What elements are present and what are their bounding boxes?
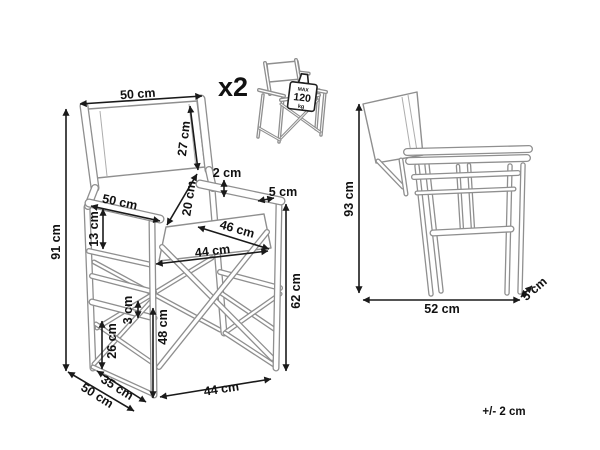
tolerance-note: +/- 2 cm xyxy=(482,406,525,418)
dim-front-base-width-label: 44 cm xyxy=(203,379,240,398)
dim-total-height-label: 91 cm xyxy=(49,224,63,259)
dim-armrest-height-label: 62 cm xyxy=(289,273,303,308)
dim-side-frame-width-label: 5 cm xyxy=(519,274,550,303)
dim-side-bar-thickness-label: 3 cm xyxy=(121,296,135,325)
dim-armrest-above-seat-label: 13 cm xyxy=(87,211,101,246)
dim-backrest-height-label: 27 cm xyxy=(175,120,193,157)
dim-backrest-to-seat-arrow xyxy=(166,173,198,226)
dim-side-total-height-label: 93 cm xyxy=(342,181,356,216)
badge-unit-label: kg xyxy=(297,104,304,111)
quantity-label: x2 xyxy=(218,72,248,102)
dim-seat-width-arrow xyxy=(155,248,269,267)
dim-front-leg-height-label: 48 cm xyxy=(156,309,170,344)
dim-seat-width-label: 44 cm xyxy=(194,242,231,260)
dim-armrest-thickness-label: 2 cm xyxy=(213,166,242,180)
dim-armrest-width-label: 5 cm xyxy=(269,185,298,199)
dim-base-depth-arrow xyxy=(67,371,135,412)
dim-rear-leg-lower-label: 26 cm xyxy=(105,323,119,358)
badge-max-label: MAX xyxy=(297,86,309,93)
dim-backrest-height-arrow xyxy=(187,105,201,171)
dim-backrest-width-arrow xyxy=(79,92,203,108)
dim-armrest-length-arrow xyxy=(90,203,161,224)
quantity-and-load: x2 MAX 120 kg xyxy=(218,58,328,144)
badge-value-label: 120 xyxy=(293,91,312,105)
dim-backrest-width-label: 50 cm xyxy=(120,86,156,102)
dim-armrest-width-arrow xyxy=(257,195,275,204)
side-view-chair-drawing xyxy=(362,91,533,297)
dim-seat-diagonal-arrow xyxy=(197,225,270,251)
dim-side-base-depth-label: 52 cm xyxy=(424,302,459,316)
dim-side-frame-width-arrow xyxy=(520,285,533,298)
max-weight-badge: MAX 120 kg xyxy=(286,70,318,113)
dim-backrest-to-seat-label: 20 cm xyxy=(179,180,198,217)
dim-front-base-width-arrow xyxy=(159,376,272,400)
